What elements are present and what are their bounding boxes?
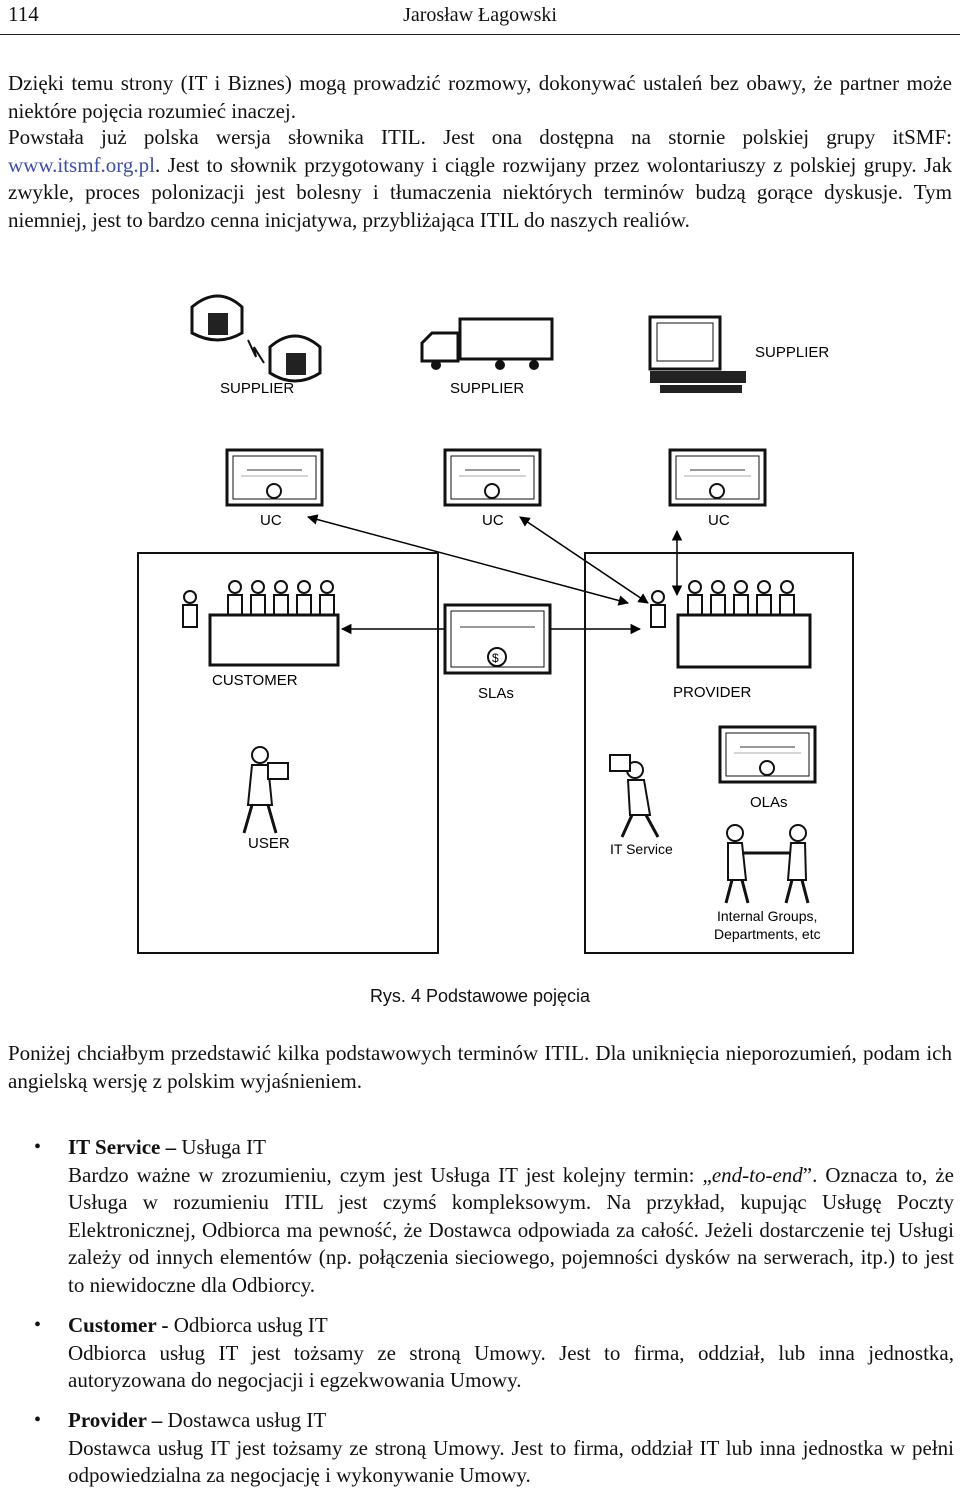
uc-certificate-2 — [443, 448, 542, 507]
uc-label-3: UC — [708, 512, 730, 529]
olas-label: OLAs — [750, 794, 788, 811]
definition-body: Dostawca usług IT jest tożsamy ze stroną… — [68, 1435, 954, 1488]
internal-groups-label-line2: Departments, etc — [714, 926, 821, 942]
supplier-label-3: SUPPLIER — [755, 344, 829, 361]
user-icon — [242, 746, 289, 834]
slas-label: SLAs — [478, 685, 514, 702]
bullet-icon: • — [34, 1409, 42, 1431]
page-header: 114 Jarosław Łagowski — [0, 0, 960, 35]
uc-certificate-1 — [225, 448, 324, 507]
definition-it-service: IT Service – Usługa IT Bardzo ważne w zr… — [68, 1134, 954, 1299]
definition-translation: Usługa IT — [181, 1135, 266, 1159]
after-figure-paragraph: Poniżej chciałbym przedstawić kilka pods… — [8, 1041, 952, 1093]
definition-separator: – — [146, 1408, 168, 1432]
definition-body: Bardzo ważne w zrozumieniu, czym jest Us… — [68, 1162, 954, 1300]
arrow-uc1-provider — [306, 514, 630, 606]
telephone-supplier-icon — [190, 294, 322, 383]
definition-provider: Provider – Dostawca usług IT Dostawca us… — [68, 1407, 954, 1490]
provider-label: PROVIDER — [673, 684, 752, 701]
definition-body-text: Bardzo ważne w zrozumieniu, czym jest Us… — [68, 1162, 712, 1187]
truck-supplier-icon — [420, 317, 554, 370]
intro-paragraph-1: Dzięki temu strony (IT i Biznes) mogą pr… — [8, 71, 952, 123]
uc-certificate-3 — [668, 448, 767, 507]
customer-box — [137, 552, 439, 954]
definition-term: Provider — [68, 1408, 147, 1432]
uc-label-1: UC — [260, 512, 282, 529]
definition-body-emphasis: end-to-end — [711, 1162, 803, 1187]
bullet-icon: • — [34, 1136, 42, 1158]
definition-title: Customer - Odbiorca usług IT — [68, 1312, 954, 1340]
customer-label: CUSTOMER — [212, 672, 298, 689]
user-label: USER — [248, 835, 290, 852]
supplier-label-2: SUPPLIER — [450, 380, 524, 397]
definition-translation: Odbiorca usług IT — [173, 1313, 328, 1337]
definition-customer: Customer - Odbiorca usług IT Odbiorca us… — [68, 1312, 954, 1395]
bullet-icon: • — [34, 1314, 42, 1336]
sla-certificate: $ — [443, 603, 552, 675]
intro-text-before-link: Powstała już polska wersja słownika ITIL… — [8, 125, 952, 149]
definition-translation: Dostawca usług IT — [167, 1408, 327, 1432]
it-service-icon — [609, 754, 660, 838]
definition-title: Provider – Dostawca usług IT — [68, 1407, 954, 1435]
definition-term: Customer - — [68, 1313, 169, 1337]
intro-paragraph-2: Powstała już polska wersja słownika ITIL… — [8, 124, 952, 234]
provider-box — [584, 552, 854, 954]
definition-term: IT Service — [68, 1135, 161, 1159]
supplier-label-1: SUPPLIER — [220, 380, 294, 397]
running-head-author: Jarosław Łagowski — [403, 4, 557, 26]
svg-text:$: $ — [492, 651, 499, 665]
internal-groups-label-line1: Internal Groups, — [717, 908, 817, 924]
itsmf-link[interactable]: www.itsmf.org.pl — [8, 152, 155, 177]
customer-group-icon — [182, 580, 340, 667]
provider-group-icon — [650, 580, 812, 669]
definition-body: Odbiorca usług IT jest tożsamy ze stroną… — [68, 1340, 954, 1393]
itil-concepts-diagram: SUPPLIER SUPPLIER SUPPLIER UC UC UC CUST… — [137, 294, 854, 954]
uc-label-2: UC — [482, 512, 504, 529]
definition-separator: – — [160, 1135, 182, 1159]
ola-certificate — [718, 725, 817, 784]
figure-caption: Rys. 4 Podstawowe pojęcia — [369, 986, 591, 1006]
definition-title: IT Service – Usługa IT — [68, 1134, 954, 1162]
handshake-icon — [724, 824, 810, 904]
definition-body-text-2: ”. Oznacza to, że Usługa w rozumieniu IT… — [68, 1162, 954, 1297]
page-number: 114 — [8, 2, 39, 26]
computer-supplier-icon — [648, 315, 746, 393]
it-service-label: IT Service — [610, 841, 673, 857]
intro-text-after-link: . Jest to słownik przygotowany i ciągle … — [8, 152, 952, 232]
